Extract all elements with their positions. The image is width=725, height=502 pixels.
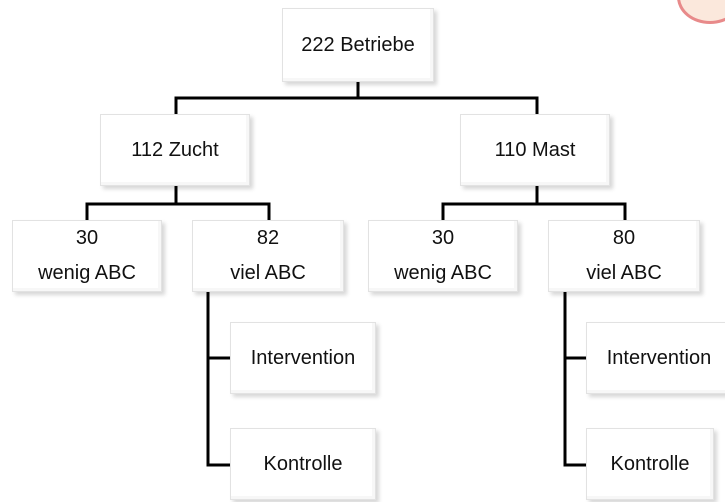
group-count: 80	[612, 227, 636, 249]
sub-node-zucht-intervention: Intervention	[230, 322, 376, 394]
group-label: viel ABC	[230, 262, 306, 284]
sub-label: Intervention	[606, 346, 712, 369]
branch-label: 112 Zucht	[131, 138, 219, 161]
group-label: wenig ABC	[38, 262, 136, 284]
group-node-mast-wenig: 30 wenig ABC	[368, 220, 518, 292]
sub-label: Kontrolle	[610, 452, 690, 475]
group-label: wenig ABC	[394, 262, 492, 284]
sub-node-mast-intervention: Intervention	[586, 322, 725, 394]
sub-node-zucht-kontrolle: Kontrolle	[230, 428, 376, 500]
group-count: 82	[256, 227, 280, 249]
group-count: 30	[431, 227, 455, 249]
branch-node-zucht: 112 Zucht	[100, 114, 250, 186]
sub-node-mast-kontrolle: Kontrolle	[586, 428, 714, 500]
branch-node-mast: 110 Mast	[460, 114, 610, 186]
group-node-zucht-wenig: 30 wenig ABC	[12, 220, 162, 292]
sub-label: Kontrolle	[263, 452, 343, 475]
group-label: viel ABC	[586, 262, 662, 284]
group-node-mast-viel: 80 viel ABC	[548, 220, 700, 292]
root-node: 222 Betriebe	[282, 8, 434, 82]
sub-label: Intervention	[250, 346, 356, 369]
root-label: 222 Betriebe	[301, 33, 415, 56]
branch-label: 110 Mast	[494, 138, 576, 161]
group-node-zucht-viel: 82 viel ABC	[192, 220, 344, 292]
group-count: 30	[75, 227, 99, 249]
